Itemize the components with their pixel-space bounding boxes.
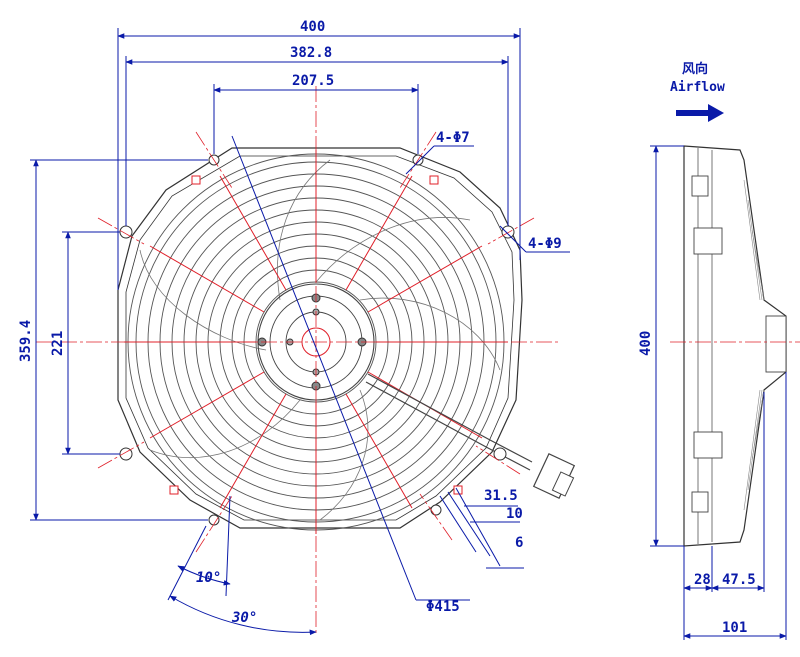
dim-mount-height: 221 — [50, 231, 120, 455]
svg-text:28: 28 — [694, 572, 711, 588]
centerlines — [36, 86, 560, 636]
svg-text:4-Φ9: 4-Φ9 — [528, 236, 562, 252]
mount-hole-right-upper — [501, 225, 515, 239]
hole-callout-small: 4-Φ7 — [405, 130, 474, 175]
svg-text:400: 400 — [300, 19, 325, 35]
fan-diameter-label: Φ415 — [426, 599, 460, 615]
mount-hole-bottom-right — [430, 504, 442, 516]
dim-overall-width: 400 — [117, 19, 521, 290]
mount-hole-right-lower — [493, 447, 507, 461]
dim-side-depth: 28 47.5 101 — [683, 372, 787, 640]
svg-text:400: 400 — [638, 331, 654, 356]
svg-text:31.5: 31.5 — [484, 488, 518, 504]
clip-tabs — [169, 175, 463, 495]
svg-text:4-Φ7: 4-Φ7 — [436, 130, 470, 146]
svg-text:359.4: 359.4 — [18, 320, 34, 362]
svg-text:10°: 10° — [196, 570, 221, 586]
front-view: Φ415 400 382.8 207.5 359.4 — [18, 19, 576, 636]
side-view: 风向 Airflow 400 — [638, 61, 800, 640]
shroud-inner — [125, 155, 515, 521]
svg-text:10: 10 — [506, 506, 523, 522]
wire-harness — [365, 373, 576, 500]
airflow-label-en: Airflow — [670, 80, 725, 95]
hole-callout-large: 4-Φ9 — [499, 225, 570, 253]
fan-blades — [139, 159, 501, 521]
side-brackets — [691, 175, 787, 513]
side-fins — [743, 179, 765, 511]
dim-angles: 10° 30° — [167, 495, 317, 636]
fan-diameter-leader — [231, 135, 417, 601]
svg-text:6: 6 — [515, 535, 523, 551]
dim-tab: 31.5 10 6 — [439, 487, 524, 569]
dim-side-height: 400 — [638, 145, 684, 547]
svg-text:207.5: 207.5 — [292, 73, 334, 89]
svg-text:221: 221 — [50, 331, 66, 356]
mounting-holes — [119, 154, 515, 526]
svg-text:101: 101 — [722, 620, 747, 636]
dim-mount-span-outer: 382.8 — [125, 45, 509, 226]
airflow-arrow — [676, 104, 724, 122]
mount-hole-bottom-left — [208, 514, 220, 526]
svg-text:30°: 30° — [231, 610, 257, 626]
dim-overall-height: 359.4 — [18, 159, 208, 521]
svg-text:47.5: 47.5 — [722, 572, 756, 588]
svg-text:382.8: 382.8 — [290, 45, 332, 61]
shroud-outline — [117, 147, 523, 529]
airflow-label-cn: 风向 — [682, 61, 708, 77]
dim-mount-span-inner: 207.5 — [213, 73, 419, 154]
